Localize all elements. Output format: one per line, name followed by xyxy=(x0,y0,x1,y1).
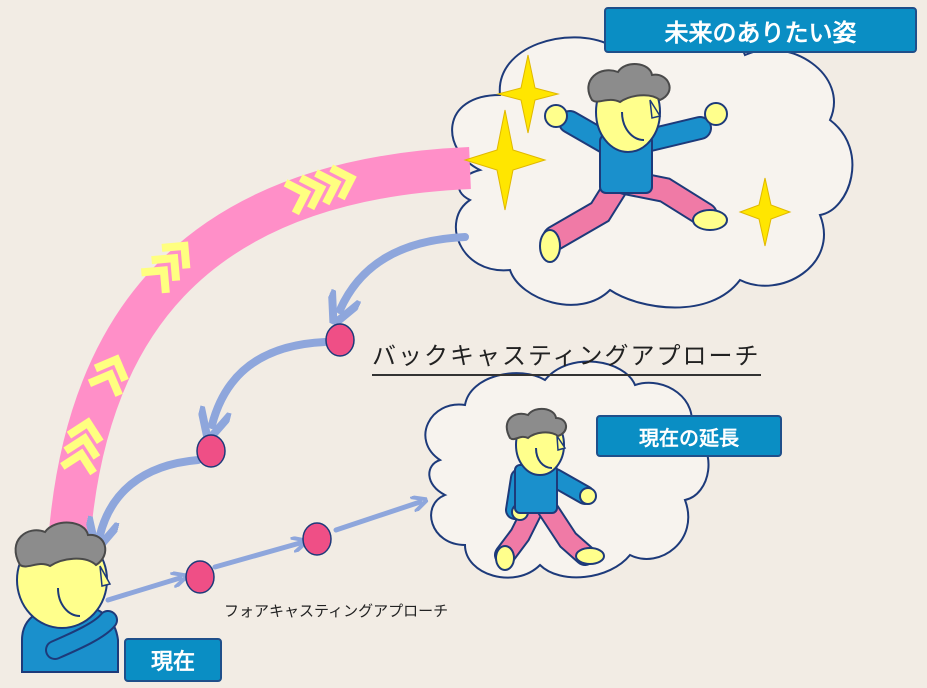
backcasting-arrows xyxy=(100,233,469,535)
present-label: 現在 xyxy=(124,638,222,682)
present-person xyxy=(14,521,119,673)
step-dots xyxy=(185,323,355,594)
extension-label: 現在の延長 xyxy=(596,415,782,457)
sparkle-icons xyxy=(463,54,792,247)
extension-person xyxy=(494,407,605,571)
forecasting-arrows xyxy=(105,502,420,603)
backcasting-approach-label: バックキャスティングアプローチ xyxy=(372,336,761,376)
future-label: 未来のありたい姿 xyxy=(604,7,917,53)
forecasting-approach-label: フォアキャスティングアプローチ xyxy=(224,602,449,620)
future-person xyxy=(539,63,728,263)
arc-chevrons xyxy=(60,164,357,476)
